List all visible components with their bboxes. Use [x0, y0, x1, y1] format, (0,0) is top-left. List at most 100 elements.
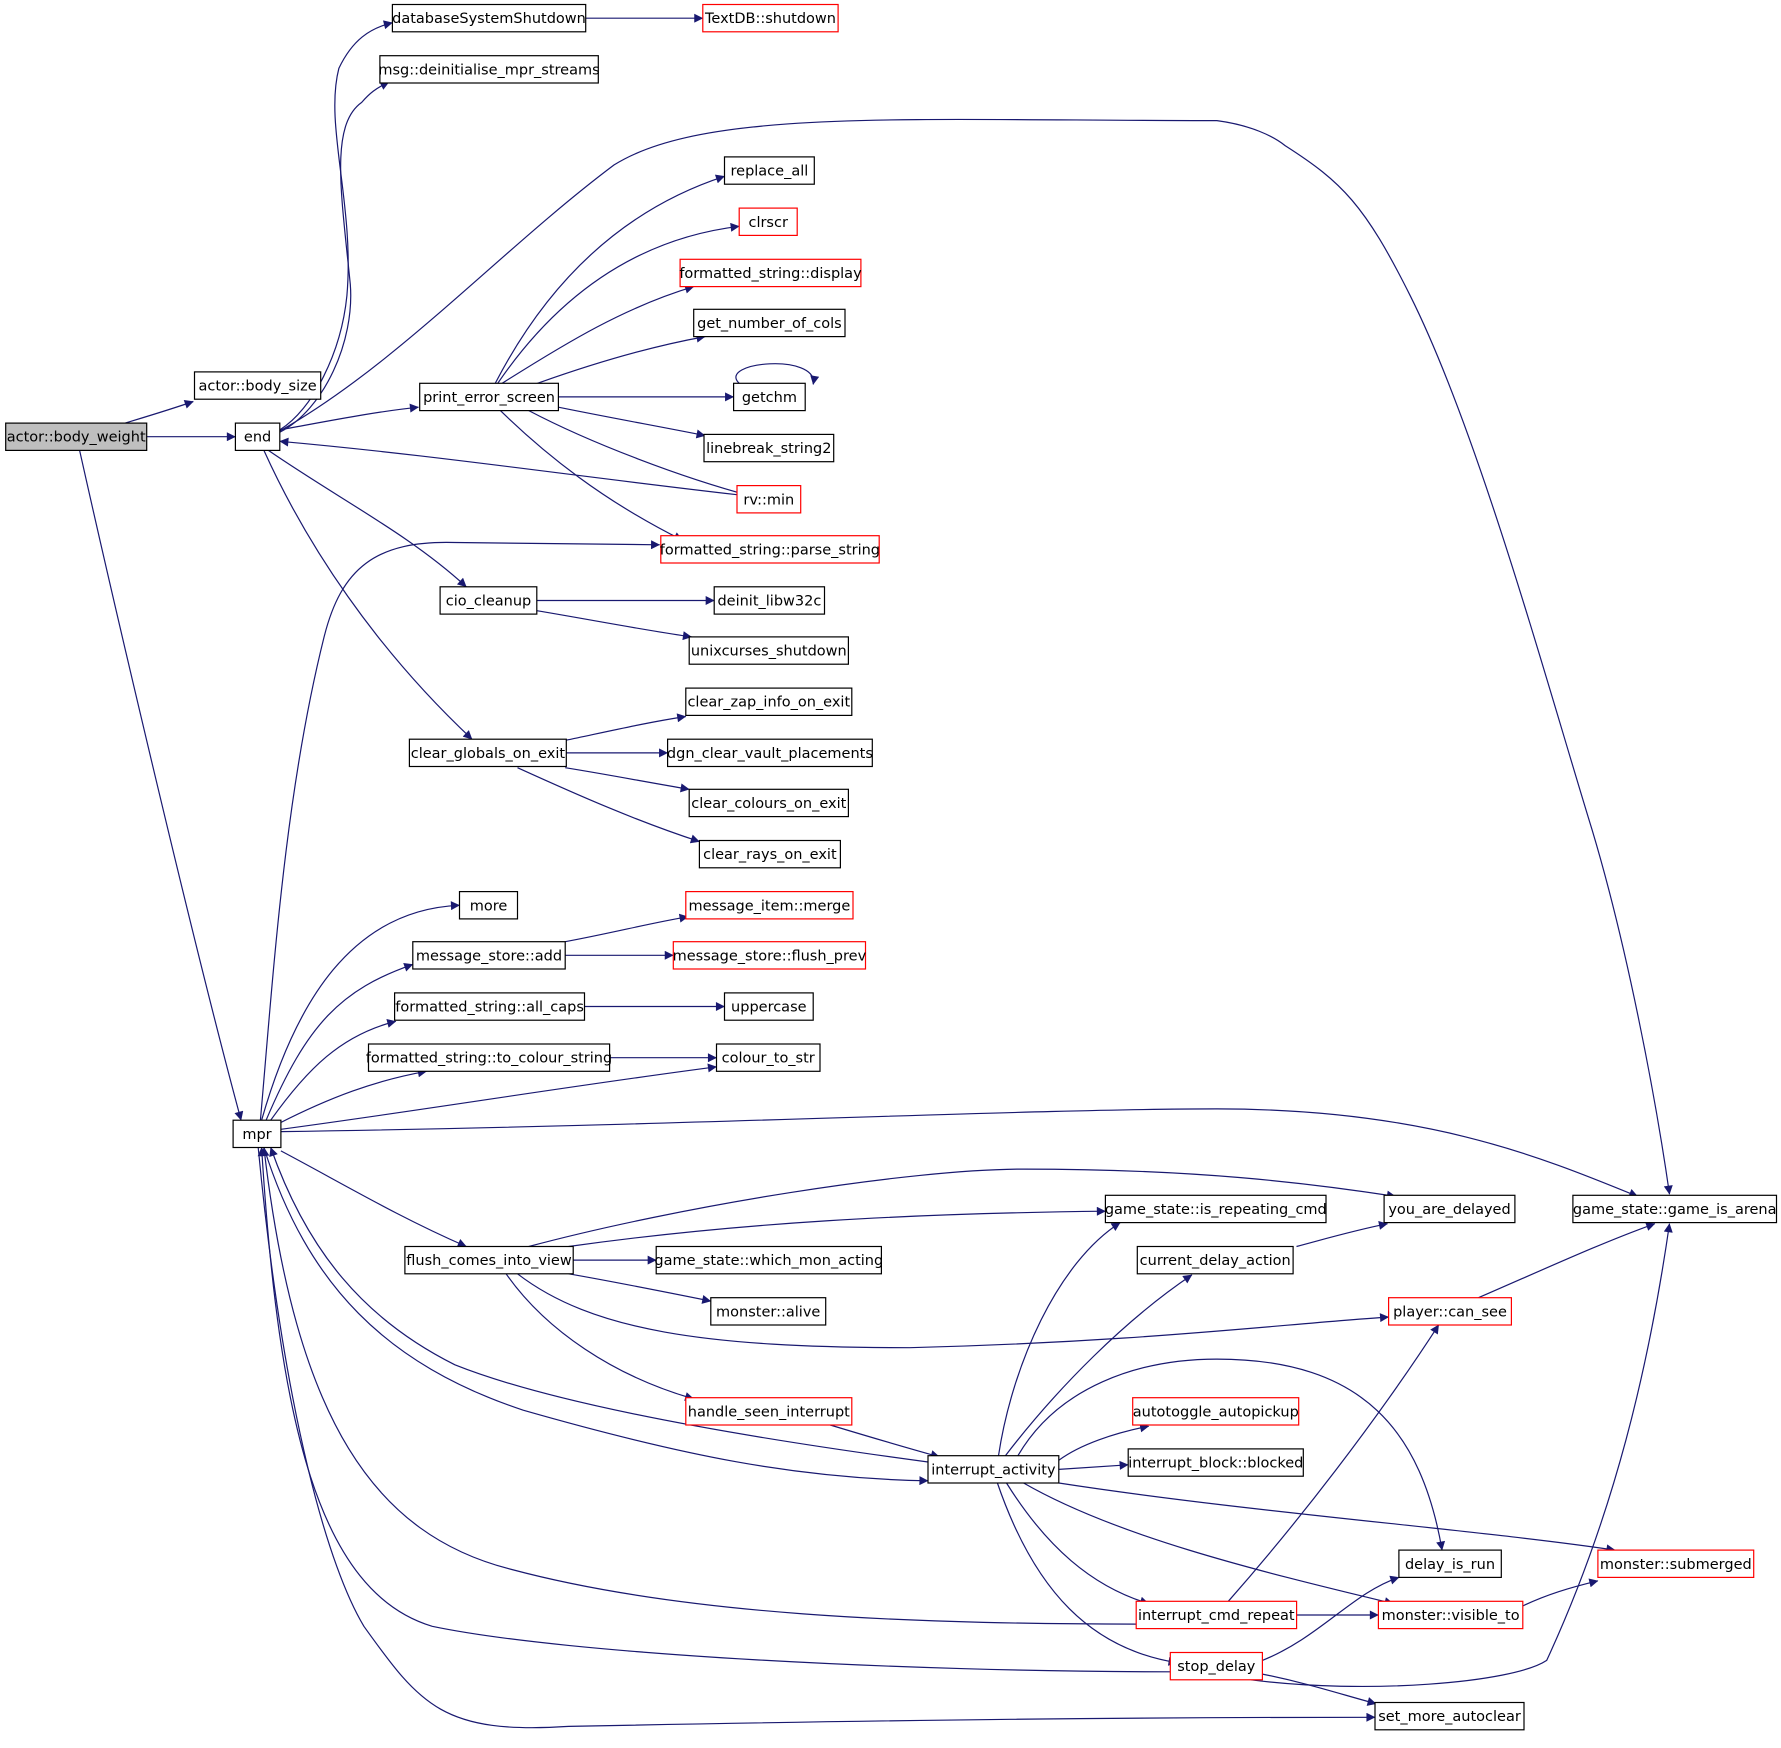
- edge-interrupt-activity-to-mon-visible: [1023, 1482, 1394, 1606]
- node-dbshutdown[interactable]: databaseSystemShutdown: [391, 3, 587, 33]
- node-box: [234, 422, 281, 452]
- node-interrupt-activity[interactable]: interrupt_activity: [927, 1455, 1060, 1484]
- node-is-repeating[interactable]: game_state::is_repeating_cmd: [1104, 1194, 1327, 1224]
- node-delay-is-run[interactable]: delay_is_run: [1398, 1549, 1502, 1578]
- node-box: [379, 55, 599, 84]
- node-box: [1127, 1448, 1304, 1477]
- node-box: [232, 1119, 282, 1149]
- node-mon-submerged[interactable]: monster::submerged: [1597, 1549, 1755, 1578]
- node-clear-colours[interactable]: clear_colours_on_exit: [688, 788, 850, 818]
- node-box: [710, 1297, 827, 1326]
- node-cur-delay[interactable]: current_delay_action: [1136, 1245, 1294, 1275]
- node-label: clear_globals_on_exit: [411, 746, 566, 762]
- node-stop-delay[interactable]: stop_delay: [1169, 1651, 1264, 1681]
- node-cio-cleanup[interactable]: cio_cleanup: [439, 586, 538, 615]
- node-print-error[interactable]: print_error_screen: [419, 382, 560, 412]
- node-clear-globals[interactable]: clear_globals_on_exit: [408, 738, 567, 768]
- edge-interrupt-activity-to-is-repeating: [997, 1222, 1121, 1456]
- node-getchm[interactable]: getchm: [732, 382, 806, 412]
- node-box: [679, 258, 862, 288]
- edge-interrupt-cmd-to-mpr: [260, 1147, 1138, 1625]
- node-label: message_store::flush_prev: [673, 948, 867, 964]
- node-box: [193, 371, 322, 400]
- node-mon-visible[interactable]: monster::visible_to: [1377, 1600, 1524, 1630]
- node-msgdeinit[interactable]: msg::deinitialise_mpr_streams: [378, 55, 600, 84]
- node-label: replace_all: [731, 164, 809, 180]
- edge-interrupt-activity-to-mon-submerged: [1058, 1482, 1616, 1554]
- node-label: interrupt_block::blocked: [1128, 1456, 1303, 1472]
- edge-stop-delay-to-delay-is-run: [1262, 1575, 1400, 1661]
- node-clrscr[interactable]: clrscr: [738, 207, 798, 237]
- node-clear-zap[interactable]: clear_zap_info_on_exit: [685, 687, 853, 716]
- node-fs-display[interactable]: formatted_string::display: [679, 258, 862, 288]
- node-clear-rays[interactable]: clear_rays_on_exit: [698, 839, 842, 869]
- node-autotoggle[interactable]: autotoggle_autopickup: [1132, 1397, 1300, 1426]
- node-all-caps[interactable]: formatted_string::all_caps: [394, 992, 586, 1021]
- node-label: autotoggle_autopickup: [1133, 1404, 1299, 1420]
- node-box: [412, 941, 566, 970]
- edge-mpr-to-interrupt-activity: [263, 1147, 929, 1486]
- node-mon-alive[interactable]: monster::alive: [710, 1297, 827, 1326]
- edge-mon-visible-to-mon-submerged: [1522, 1578, 1599, 1607]
- node-player-cansee[interactable]: player::can_see: [1387, 1297, 1512, 1326]
- node-box: [1374, 1701, 1525, 1731]
- edge-print-error-to-linebreak: [558, 406, 706, 439]
- node-end[interactable]: end: [234, 422, 281, 452]
- node-label: uppercase: [731, 1000, 807, 1016]
- edge-mpr-to-more: [261, 901, 460, 1121]
- node-box: [391, 3, 587, 33]
- node-box: [1572, 1194, 1778, 1224]
- node-flush-comes[interactable]: flush_comes_into_view: [404, 1245, 574, 1275]
- node-uppercase[interactable]: uppercase: [723, 992, 814, 1021]
- node-body-weight[interactable]: actor::body_weight: [5, 422, 148, 452]
- edge-ms-add-to-msi-merge: [565, 913, 689, 943]
- node-msi-merge[interactable]: message_item::merge: [685, 890, 854, 920]
- edge-interrupt-activity-to-mpr: [269, 1147, 933, 1464]
- node-parse-string[interactable]: formatted_string::parse_string: [660, 535, 880, 564]
- node-which-mon[interactable]: game_state::which_mon_acting: [654, 1245, 883, 1275]
- node-label: game_state::game_is_arena: [1573, 1202, 1777, 1218]
- node-box: [1132, 1397, 1300, 1426]
- edge-mpr-to-flush-comes: [280, 1150, 467, 1248]
- node-label: mpr: [242, 1127, 271, 1143]
- node-unixcurses[interactable]: unixcurses_shutdown: [688, 636, 850, 665]
- node-box: [666, 738, 873, 768]
- node-ms-add[interactable]: message_store::add: [412, 941, 566, 970]
- node-set-more[interactable]: set_more_autoclear: [1374, 1701, 1525, 1731]
- node-rvmin[interactable]: rv::min: [736, 485, 802, 514]
- node-replace-all[interactable]: replace_all: [723, 156, 815, 185]
- node-ms-flush[interactable]: message_store::flush_prev: [672, 941, 867, 970]
- edge-mpr-to-set-more: [257, 1147, 1376, 1729]
- node-more[interactable]: more: [458, 890, 519, 920]
- node-mpr[interactable]: mpr: [232, 1119, 282, 1149]
- node-box: [723, 156, 815, 185]
- node-dgn-clear[interactable]: dgn_clear_vault_placements: [666, 738, 873, 768]
- node-handle-seen[interactable]: handle_seen_interrupt: [685, 1397, 853, 1426]
- node-linebreak[interactable]: linebreak_string2: [703, 433, 835, 463]
- node-to-colour[interactable]: formatted_string::to_colour_string: [366, 1043, 612, 1072]
- edge-end-to-dbshutdown: [279, 20, 393, 431]
- node-you-delayed[interactable]: you_are_delayed: [1383, 1194, 1516, 1224]
- node-label: msg::deinitialise_mpr_streams: [378, 62, 599, 78]
- edge-flush-comes-to-you-delayed: [528, 1168, 1396, 1248]
- node-colour-to-str[interactable]: colour_to_str: [715, 1043, 821, 1072]
- node-textdb[interactable]: TextDB::shutdown: [702, 3, 839, 33]
- edge-clear-globals-to-clear-colours: [565, 767, 690, 793]
- edge-flush-comes-to-is-repeating: [568, 1206, 1106, 1248]
- node-deinit-libw32c[interactable]: deinit_libw32c: [713, 586, 826, 615]
- node-box: [672, 941, 867, 970]
- edge-stop-delay-to-mpr: [257, 1147, 1172, 1673]
- node-interrupt-block[interactable]: interrupt_block::blocked: [1127, 1448, 1304, 1477]
- node-getcols[interactable]: get_number_of_cols: [693, 308, 846, 338]
- node-interrupt-cmd[interactable]: interrupt_cmd_repeat: [1135, 1600, 1298, 1630]
- node-body-size[interactable]: actor::body_size: [193, 371, 322, 400]
- node-box: [660, 535, 880, 564]
- node-label: formatted_string::to_colour_string: [366, 1051, 612, 1067]
- node-label: you_are_delayed: [1388, 1202, 1510, 1218]
- node-label: TextDB::shutdown: [704, 11, 836, 27]
- node-label: rv::min: [743, 492, 794, 508]
- node-box: [693, 308, 846, 338]
- node-label: monster::submerged: [1600, 1557, 1752, 1573]
- node-game-is-arena[interactable]: game_state::game_is_arena: [1572, 1194, 1778, 1224]
- edge-body-weight-to-body-size: [124, 400, 194, 424]
